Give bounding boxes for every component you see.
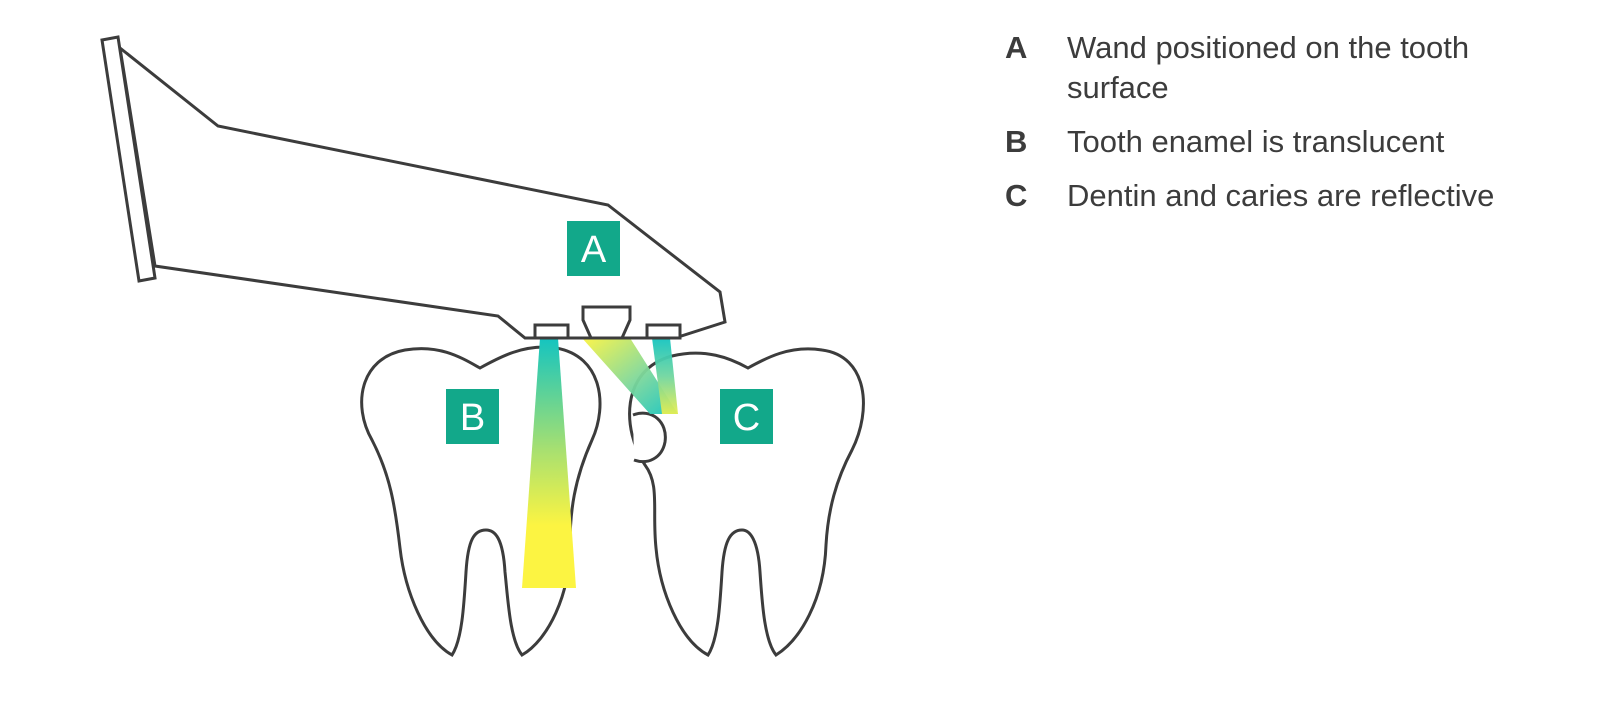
legend-text-a: Wand positioned on the tooth surface — [1067, 30, 1470, 105]
legend-key-c: C — [1005, 178, 1028, 213]
label-b-text: B — [460, 397, 485, 439]
right-tooth-outline — [628, 347, 865, 657]
left-tooth-outline — [360, 345, 602, 657]
label-badge-b: B — [446, 389, 499, 444]
wand-emitter-left — [533, 323, 570, 340]
wand-emitter-right — [645, 323, 682, 340]
wand-sensor-center — [581, 305, 632, 340]
legend-item-b: B Tooth enamel is translucent — [1005, 122, 1605, 162]
light-beam-reflected-vertical — [652, 338, 678, 414]
wand-body — [117, 44, 727, 340]
light-beam-reflected-diagonal — [582, 338, 678, 414]
light-beam-translucent — [522, 338, 576, 588]
wand-teeth-diagram: A B C — [100, 35, 865, 657]
label-c-text: C — [733, 397, 760, 439]
wand-end-cap — [100, 35, 157, 283]
legend-item-a: A Wand positioned on the tooth surface — [1005, 28, 1605, 108]
legend-key-a: A — [1005, 30, 1028, 65]
legend-item-c: C Dentin and caries are reflective — [1005, 176, 1605, 216]
legend-key-b: B — [1005, 124, 1028, 159]
label-badge-a: A — [567, 221, 620, 276]
caries-lesion — [632, 411, 667, 464]
legend-text-c: Dentin and caries are reflective — [1067, 178, 1495, 213]
label-a-text: A — [581, 229, 607, 271]
label-badge-c: C — [720, 389, 773, 444]
legend-text-b: Tooth enamel is translucent — [1067, 124, 1445, 159]
legend: A Wand positioned on the tooth surface B… — [1005, 28, 1605, 230]
